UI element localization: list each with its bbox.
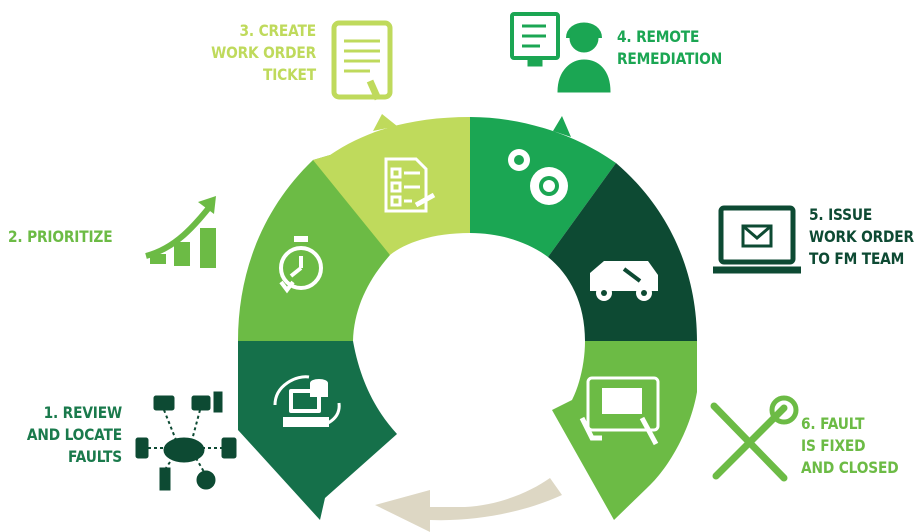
step-1-label: 1. REVIEW AND LOCATE FAULTS [17, 402, 122, 468]
service-van-icon [590, 261, 658, 301]
tablet-hand-icon [579, 376, 660, 446]
coins-growth-arrow-icon [145, 196, 216, 268]
cycle-ring [238, 114, 697, 520]
step-4-line-1: 4. REMOTE [617, 27, 700, 46]
step-3-line-1: 3. CREATE [239, 21, 316, 40]
checklist-clipboard-icon [384, 157, 436, 213]
tablet-touch-icon [331, 20, 393, 101]
step-5-label: 5. ISSUE WORK ORDER TO FM TEAM [809, 204, 914, 270]
step-6-line-2: IS FIXED [801, 436, 866, 455]
monitor-database-sync-icon [273, 375, 341, 427]
step-1-line-3: FAULTS [68, 447, 122, 466]
step-1-line-1: 1. REVIEW [43, 403, 123, 422]
wrench-screwdriver-icon [710, 395, 799, 482]
step-2-label: 2. PRIORITIZE [8, 226, 113, 248]
step-6-label: 6. FAULT IS FIXED AND CLOSED [801, 413, 899, 479]
step-6-line-3: AND CLOSED [801, 458, 899, 477]
cycle-return-arrow [375, 478, 562, 532]
step-5-line-1: 5. ISSUE [809, 205, 873, 224]
step-3-line-3: TICKET [262, 65, 316, 84]
step-5-line-2: WORK ORDER [809, 227, 914, 246]
step-2-line-1: 2. PRIORITIZE [8, 227, 113, 246]
step-5-line-3: TO FM TEAM [809, 249, 905, 268]
stopwatch-icon [279, 236, 323, 294]
cloud-network-devices-icon [135, 391, 237, 491]
segment-5-issue-work-order [548, 163, 697, 341]
step-3-label: 3. CREATE WORK ORDER TICKET [199, 20, 316, 86]
step-3-line-2: WORK ORDER [211, 43, 316, 62]
segment-1-review-locate [238, 341, 397, 520]
step-4-label: 4. REMOTE REMEDIATION [617, 26, 722, 70]
step-4-line-2: REMEDIATION [617, 49, 723, 68]
support-agent-monitor-icon [510, 12, 611, 93]
step-6-line-1: 6. FAULT [801, 414, 865, 433]
gears-icon [508, 149, 568, 205]
step-1-line-2: AND LOCATE [26, 425, 123, 444]
laptop-email-icon [713, 205, 801, 274]
